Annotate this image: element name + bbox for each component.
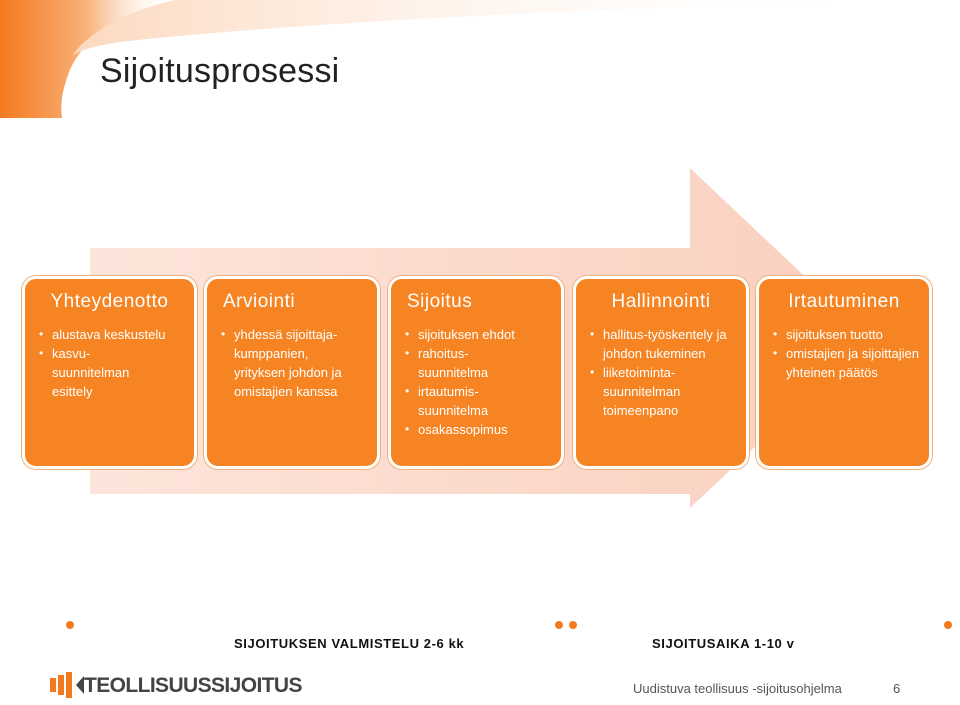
stage-item: alustava keskustelu: [39, 325, 188, 344]
stage-item: osakassopimus: [405, 420, 521, 439]
stage-item: liiketoiminta-suunnitelman toimeenpano: [590, 363, 732, 420]
teollisuussijoitus-logo-icon: [50, 672, 84, 698]
stage-items: hallitus-työskentely ja johdon tukeminen…: [590, 325, 732, 420]
timeline-mid-dot-left: [555, 621, 563, 629]
program-name: Uudistuva teollisuus -sijoitusohjelma: [633, 681, 842, 696]
timeline-start-dot: [66, 621, 74, 629]
stage-items: sijoituksen tuotto omistajien ja sijoitt…: [773, 325, 919, 382]
timeline-mid-dot-right: [569, 621, 577, 629]
stage-card-yhteydenotto: Yhteydenotto alustava keskustelu kasvu-s…: [22, 276, 197, 469]
slide-title: Sijoitusprosessi: [100, 52, 340, 90]
stage-title: Arviointi: [223, 291, 296, 312]
stage-card-hallinnointi: Hallinnointi hallitus-työskentely ja joh…: [573, 276, 749, 469]
stage-card-sijoitus: Sijoitus sijoituksen ehdot rahoitus-suun…: [388, 276, 564, 469]
stage-title: Irtautuminen: [788, 291, 900, 312]
stage-items: sijoituksen ehdot rahoitus-suunnitelma i…: [405, 325, 521, 439]
stage-title: Sijoitus: [407, 291, 473, 312]
page-number: 6: [893, 681, 901, 696]
stage-title: Hallinnointi: [611, 291, 711, 312]
stage-title: Yhteydenotto: [50, 291, 169, 312]
preparation-time-label: SIJOITUKSEN VALMISTELU 2-6 kk: [234, 636, 465, 651]
stage-item: hallitus-työskentely ja johdon tukeminen: [590, 325, 732, 363]
stage-item: rahoitus-suunnitelma: [405, 344, 521, 382]
stage-item: yhdessä sijoittaja-kumppanien, yrityksen…: [221, 325, 351, 401]
header-swoosh: [0, 0, 900, 118]
stage-card-arviointi: Arviointi yhdessä sijoittaja-kumppanien,…: [204, 276, 380, 469]
timeline-bar: [66, 621, 952, 629]
timeline-end-dot: [944, 621, 952, 629]
stage-item: omistajien ja sijoittajien yhteinen päät…: [773, 344, 919, 382]
investment-time-label: SIJOITUSAIKA 1-10 v: [652, 636, 795, 651]
stage-item: irtautumis-suunnitelma: [405, 382, 521, 420]
stage-items: yhdessä sijoittaja-kumppanien, yrityksen…: [221, 325, 351, 401]
stage-item: sijoituksen ehdot: [405, 325, 521, 344]
stage-item: kasvu-suunnitelman esittely: [39, 344, 188, 401]
stage-card-irtautuminen: Irtautuminen sijoituksen tuotto omistaji…: [756, 276, 932, 469]
stage-items: alustava keskustelu kasvu-suunnitelman e…: [39, 325, 188, 401]
stage-item: sijoituksen tuotto: [773, 325, 919, 344]
logo-text: TEOLLISUUSSIJOITUS: [84, 674, 303, 697]
